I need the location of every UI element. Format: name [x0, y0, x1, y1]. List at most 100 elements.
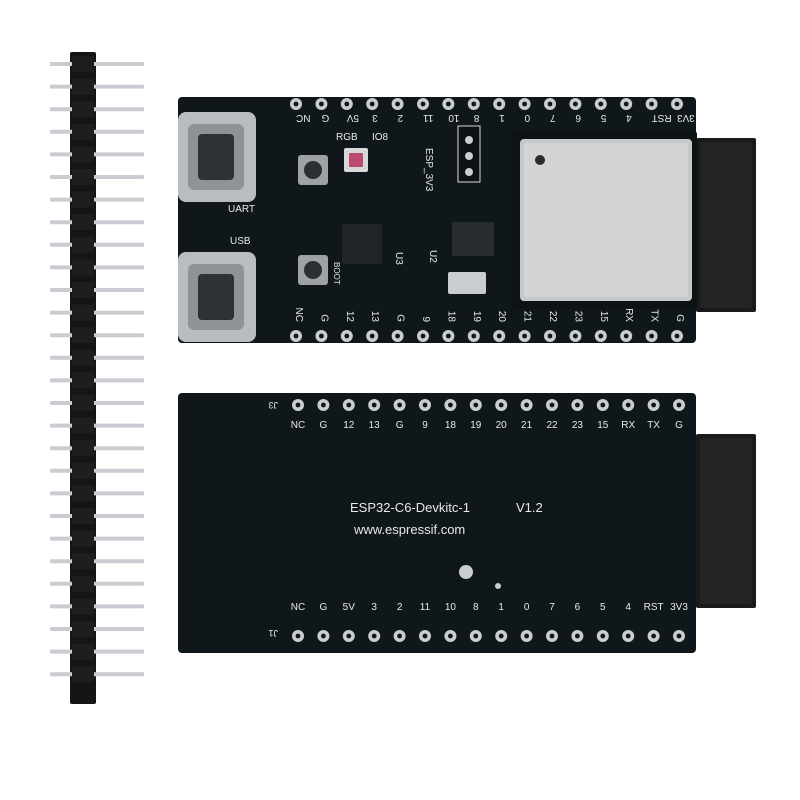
- pin-label: 1: [498, 602, 504, 613]
- label-io8: IO8: [372, 132, 389, 143]
- pin-label: 7: [550, 112, 556, 123]
- pin-label: G: [318, 314, 329, 322]
- pin-pad-bottom: 6: [571, 602, 584, 642]
- button-icon: [298, 255, 328, 285]
- button-icon: [298, 155, 328, 185]
- pin-label: 5: [600, 602, 606, 613]
- pin-label: G: [395, 314, 406, 322]
- pin-pad-top: RX: [621, 399, 635, 431]
- header-pin: [50, 440, 144, 457]
- pin-pad-bottom: 1: [495, 602, 508, 642]
- pin-pad-bottom: 8: [469, 602, 482, 642]
- header-pin: [50, 56, 144, 72]
- pin-pad-top: 2: [391, 98, 404, 123]
- pin-label: 7: [549, 602, 555, 613]
- header-pin: [50, 417, 144, 434]
- pin-pad-top: 4: [620, 98, 633, 123]
- pin-label: G: [674, 314, 685, 322]
- pin-pad-top: 5: [594, 98, 607, 123]
- usb-c-port-icon: [178, 252, 256, 342]
- pin-pad-bottom: 3V3: [670, 602, 688, 642]
- header-pin: [50, 508, 144, 524]
- pin-label: G: [396, 420, 404, 431]
- label-u2: U2: [427, 250, 438, 263]
- board-url: www.espressif.com: [353, 522, 465, 537]
- pin-label: 0: [524, 602, 530, 613]
- pin-label: 11: [423, 112, 434, 123]
- pin-pad-top: 10: [442, 98, 460, 123]
- label-j3: J3: [268, 400, 278, 410]
- pin-pad-top: 6: [569, 98, 582, 123]
- pin-pad-top: G: [315, 98, 329, 123]
- pin-pad-bottom: 9: [417, 316, 431, 342]
- pin-label: 8: [473, 602, 479, 613]
- header-pin: [50, 259, 144, 276]
- pin-pad-bottom: G: [317, 602, 330, 642]
- pin-label: 3V3: [670, 602, 688, 613]
- pin-pad-top: 15: [596, 399, 609, 431]
- pin-label: 4: [626, 112, 632, 123]
- label-uart: UART: [228, 204, 255, 215]
- pin-label: 10: [448, 112, 460, 123]
- bottom-board: ESP32-C6-Devkitc-1 V1.2 www.espressif.co…: [178, 393, 756, 653]
- pin-label: G: [675, 420, 683, 431]
- pin-pad-top: 0: [518, 98, 531, 123]
- board-title: ESP32-C6-Devkitc-1: [350, 500, 470, 515]
- pin-pad-bottom: 4: [622, 602, 635, 642]
- pin-label: 1: [499, 112, 505, 123]
- pin-label: 13: [369, 311, 380, 323]
- board-version: V1.2: [516, 500, 543, 515]
- header-pin: [50, 101, 144, 118]
- header-pin: [50, 236, 144, 253]
- header-pin: [50, 349, 144, 366]
- pin-pad-bottom: 5V: [343, 602, 356, 642]
- pin-pad-top: 22: [546, 399, 558, 431]
- header-pin: [50, 78, 144, 95]
- pin-label: 5V: [346, 112, 359, 123]
- label-u3: U3: [393, 252, 404, 265]
- pin-label: 5: [600, 112, 606, 123]
- pin-pad-bottom: 0: [520, 602, 533, 642]
- pin-label: NC: [291, 420, 305, 431]
- label-usb: USB: [230, 236, 251, 247]
- header-pin: [50, 123, 144, 140]
- pin-label: 21: [522, 311, 533, 323]
- pin-pad-top: G: [393, 399, 406, 431]
- pin-pad-bottom: 12: [340, 311, 355, 342]
- pin-label: 10: [445, 602, 457, 613]
- header-pin: [50, 462, 144, 479]
- pin-label: 2: [397, 602, 403, 613]
- pin-label: 2: [397, 112, 403, 123]
- pin-label: TX: [649, 309, 660, 322]
- pin-label: 23: [572, 420, 584, 431]
- header-pin: [50, 372, 144, 389]
- pin-label: 18: [445, 420, 457, 431]
- header-pin: [50, 643, 144, 660]
- pin-label: 3: [372, 112, 378, 123]
- pin-label: 6: [575, 112, 581, 123]
- pin-label: NC: [291, 602, 305, 613]
- pin-pad-bottom: G: [671, 314, 685, 342]
- pin-label: 5V: [343, 602, 356, 613]
- header-pin: [50, 191, 144, 208]
- pin-label: 11: [420, 602, 431, 613]
- pin-label: TX: [647, 420, 660, 431]
- pin-pad-bottom: 19: [467, 311, 482, 342]
- pin-label: 21: [521, 420, 533, 431]
- pin-label: RST: [652, 112, 672, 123]
- pin-pad-top: 13: [368, 399, 381, 431]
- label-j1: J1: [268, 628, 278, 638]
- header-pin: [50, 282, 144, 298]
- pin-pad-top: 5V: [340, 98, 359, 123]
- label-rgb: RGB: [336, 132, 358, 143]
- esp32-module-icon: [512, 131, 697, 309]
- pin-header-icon: [50, 52, 144, 704]
- pin-label: G: [320, 420, 328, 431]
- pin-label: RX: [623, 308, 634, 322]
- pin-pad-bottom: 10: [444, 602, 457, 642]
- pin-pad-top: G: [317, 399, 330, 431]
- pin-pad-bottom: 18: [442, 311, 456, 342]
- pin-pad-top: 23: [571, 399, 584, 431]
- pin-label: 4: [625, 602, 631, 613]
- pin-label: 19: [470, 420, 482, 431]
